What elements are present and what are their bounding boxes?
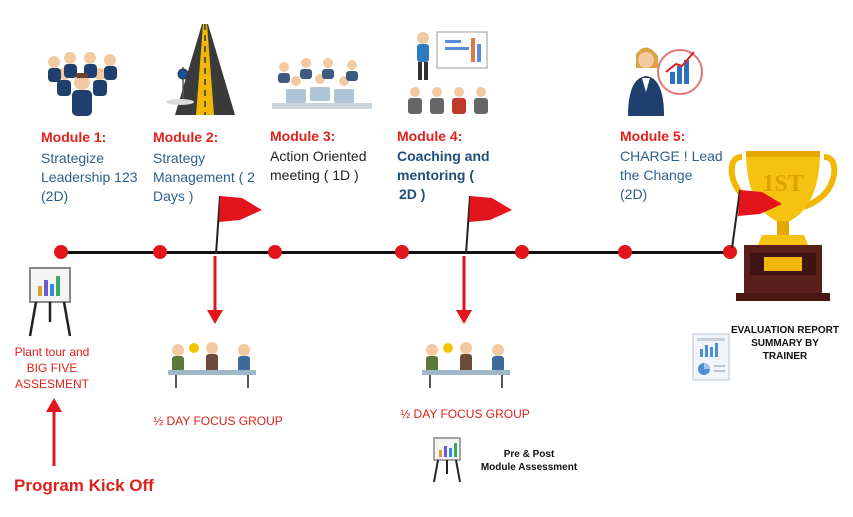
manager-chart-icon — [628, 47, 703, 116]
module-2-description: Strategy Management ( 2 Days ) — [153, 149, 255, 206]
plant-tour-line: Plant tour and — [14, 345, 90, 359]
module-4-line: Coaching and — [397, 148, 490, 164]
focus-group-1-label: ½ DAY FOCUS GROUP — [153, 414, 283, 428]
down-arrow — [456, 256, 472, 324]
module-4-title: Module 4: — [397, 128, 463, 144]
program-kick-off: Program Kick Off — [14, 476, 154, 495]
meeting-room-icon — [272, 58, 372, 109]
module-3-line: meeting ( 1D ) — [270, 167, 359, 183]
plant-tour-line: ASSESMENT — [14, 377, 89, 391]
plant-tour-line: BIG FIVE — [26, 361, 78, 375]
module-3-line: Action Oriented — [270, 148, 367, 164]
flag-icon — [215, 195, 262, 255]
module-5-title: Module 5: — [620, 128, 686, 144]
timeline-dot — [153, 245, 167, 259]
module-1-description: Strategize Leadership 123 (2D) — [41, 149, 138, 206]
evaluation-report-note: EVALUATION REPORT SUMMARY BY TRAINER — [730, 324, 840, 363]
easel-chart-icon — [433, 437, 461, 483]
pre-post-line: Module Assessment — [480, 462, 578, 473]
timeline-dot — [515, 245, 529, 259]
flag-icon — [465, 195, 512, 255]
module-2-line: Management ( 2 — [153, 169, 255, 185]
module-5-line: (2D) — [620, 186, 648, 202]
down-arrow — [207, 256, 223, 324]
module-1-line: Leadership 123 — [41, 169, 138, 185]
module-2-line: Strategy — [153, 150, 206, 166]
up-arrow — [46, 398, 62, 466]
focus-group-2-label: ½ DAY FOCUS GROUP — [400, 407, 530, 421]
focus-group-icon — [422, 342, 510, 388]
evaluation-line: SUMMARY BY — [751, 338, 819, 349]
evaluation-line: EVALUATION REPORT — [731, 325, 839, 336]
evaluation-line: TRAINER — [762, 351, 808, 362]
module-5-line: the Change — [620, 167, 693, 183]
presenter-icon — [408, 31, 488, 114]
report-icon — [692, 333, 730, 381]
focus-group-icon — [168, 342, 256, 388]
module-2-line: Days ) — [153, 188, 194, 204]
module-4-line: 2D ) — [399, 186, 426, 202]
module-4-description: Coaching and mentoring ( 2D ) — [397, 147, 490, 204]
module-3-title: Module 3: — [270, 128, 336, 144]
module-1-title: Module 1: — [41, 129, 107, 145]
module-3-description: Action Oriented meeting ( 1D ) — [270, 147, 367, 185]
flag-icon — [731, 189, 782, 249]
timeline-dot — [618, 245, 632, 259]
pre-post-assessment: Pre & Post Module Assessment — [474, 448, 584, 474]
module-5-line: CHARGE ! Lead — [620, 148, 723, 164]
module-4-line: mentoring ( — [397, 167, 474, 183]
timeline-dot — [268, 245, 282, 259]
timeline-dot — [395, 245, 409, 259]
module-1-line: Strategize — [41, 150, 105, 166]
team-icon — [48, 52, 117, 116]
road-icon — [166, 24, 235, 115]
timeline-dot — [54, 245, 68, 259]
module-1-line: (2D) — [41, 188, 69, 204]
easel-chart-icon — [28, 267, 72, 337]
pre-post-line: Pre & Post — [503, 449, 555, 460]
plant-tour-note: Plant tour and BIG FIVE ASSESMENT — [0, 344, 104, 392]
trophy-label: 1ST — [762, 171, 803, 197]
module-5-description: CHARGE ! Lead the Change (2D) — [620, 147, 723, 204]
timeline-dot — [723, 245, 737, 259]
module-2-title: Module 2: — [153, 129, 219, 145]
